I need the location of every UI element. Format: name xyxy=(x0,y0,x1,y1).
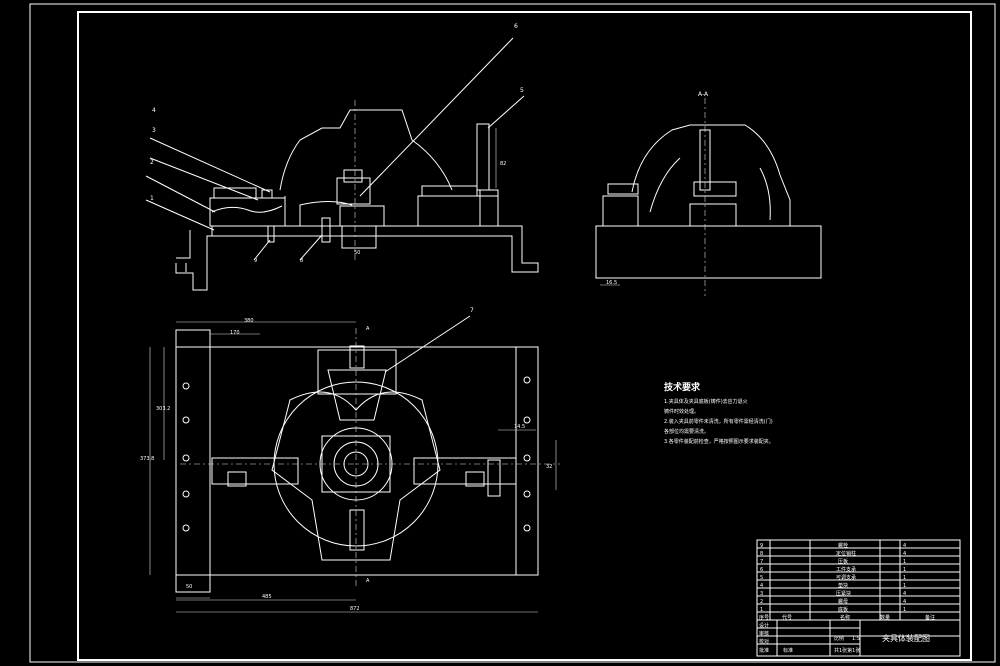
callout-5: 5 xyxy=(520,87,524,94)
row-name: 垫块 xyxy=(838,582,848,589)
header-no: 序号 xyxy=(759,614,769,621)
row-name: 压紧块 xyxy=(836,590,851,597)
header-name: 名称 xyxy=(840,614,850,621)
row-name: 压板 xyxy=(838,558,848,565)
approve-standard: 标准 xyxy=(783,647,793,654)
plan-view xyxy=(149,315,560,613)
row-no: 6 xyxy=(760,567,763,573)
row-no: 5 xyxy=(760,575,763,581)
role-review: 审核 xyxy=(759,630,769,637)
row-no: 9 xyxy=(760,543,763,549)
row-no: 7 xyxy=(760,559,763,565)
row-qty: 1 xyxy=(903,567,906,573)
row-name: 定位销柱 xyxy=(836,550,856,557)
tech-req-line-1: 1.夹具体及夹具底板(铸件)去应力退火 xyxy=(664,398,748,405)
row-qty: 1 xyxy=(903,607,906,613)
role-design: 设计 xyxy=(759,622,769,629)
row-qty: 4 xyxy=(903,599,906,605)
dim-82: 82 xyxy=(500,161,506,167)
row-no: 1 xyxy=(760,607,763,613)
callout-8: 8 xyxy=(300,258,303,264)
tech-req-title: 技术要求 xyxy=(664,381,701,393)
header-qty: 数量 xyxy=(880,614,890,621)
outer-frame xyxy=(29,3,996,663)
row-name: 螺栓 xyxy=(838,542,848,549)
header-note: 备注 xyxy=(925,614,935,621)
callout-3: 3 xyxy=(152,127,156,134)
row-qty: 1 xyxy=(903,559,906,565)
callout-7: 7 xyxy=(470,307,474,314)
dim-16-5: 16.5 xyxy=(606,280,617,286)
row-qty: 4 xyxy=(903,551,906,557)
row-name: 螺母 xyxy=(838,598,848,605)
dim-50-plan: 50 xyxy=(186,584,192,590)
callout-9: 9 xyxy=(254,258,257,264)
callout-1: 1 xyxy=(150,195,154,202)
row-qty: 1 xyxy=(903,583,906,589)
row-no: 3 xyxy=(760,591,763,597)
header-code: 代号 xyxy=(782,614,792,621)
row-qty: 4 xyxy=(903,591,906,597)
dim-303-2: 303.2 xyxy=(156,406,170,412)
dim-50: 50 xyxy=(354,250,360,256)
scale-value: 1:5 xyxy=(852,636,860,642)
dim-32: 32 xyxy=(546,464,552,470)
dim-170: 170 xyxy=(230,330,240,336)
drawing-title: 夹具体装配图 xyxy=(882,633,930,643)
tech-req-line-3: 2.装入夹具前零件未清洗，所有零件需经清洗(门) xyxy=(664,418,773,425)
callout-4: 4 xyxy=(152,107,156,114)
parts-table-rows: 9 螺栓 4 8 定位销柱 4 7 压板 1 6 工件支承 1 5 可调支承 1… xyxy=(759,542,935,621)
dim-373-8: 373.8 xyxy=(140,456,154,462)
row-no: 2 xyxy=(760,599,763,605)
tech-req-line-4: 各部位均需要清洗。 xyxy=(664,428,709,435)
scale-label: 比例 xyxy=(834,635,844,642)
row-name: 可调支承 xyxy=(836,574,856,581)
parts-table-frame xyxy=(756,539,961,657)
row-no: 4 xyxy=(760,583,763,589)
title-block: 设计 审核 校对 批准 标准 比例 1:5 共1张第1张 夹具体装配图 xyxy=(759,622,930,654)
dim-14-5: 14.5 xyxy=(514,424,525,430)
row-name: 工件支承 xyxy=(836,566,856,573)
dim-380: 380 xyxy=(244,318,254,324)
callout-6: 6 xyxy=(514,23,518,30)
role-check: 校对 xyxy=(759,638,769,645)
section-mark-bottom: A xyxy=(366,578,370,584)
dim-872: 872 xyxy=(350,606,360,612)
role-approve: 批准 xyxy=(759,647,769,654)
inner-frame xyxy=(77,11,972,661)
row-qty: 4 xyxy=(903,543,906,549)
section-view xyxy=(595,98,822,296)
dim-485: 485 xyxy=(262,594,272,600)
tech-req-line-5: 3.各零件装配前检查，严格按照图示要求装配夹。 xyxy=(664,438,774,445)
tech-req-line-2: 铸件时效处理。 xyxy=(664,408,699,415)
section-mark-top: A xyxy=(366,326,370,332)
callout-2: 2 xyxy=(150,159,154,166)
sheet-number: 共1张第1张 xyxy=(834,647,860,654)
row-no: 8 xyxy=(760,551,763,557)
row-name: 底板 xyxy=(838,606,848,613)
front-view xyxy=(145,37,539,291)
row-qty: 1 xyxy=(903,575,906,581)
section-label: A-A xyxy=(698,91,709,98)
